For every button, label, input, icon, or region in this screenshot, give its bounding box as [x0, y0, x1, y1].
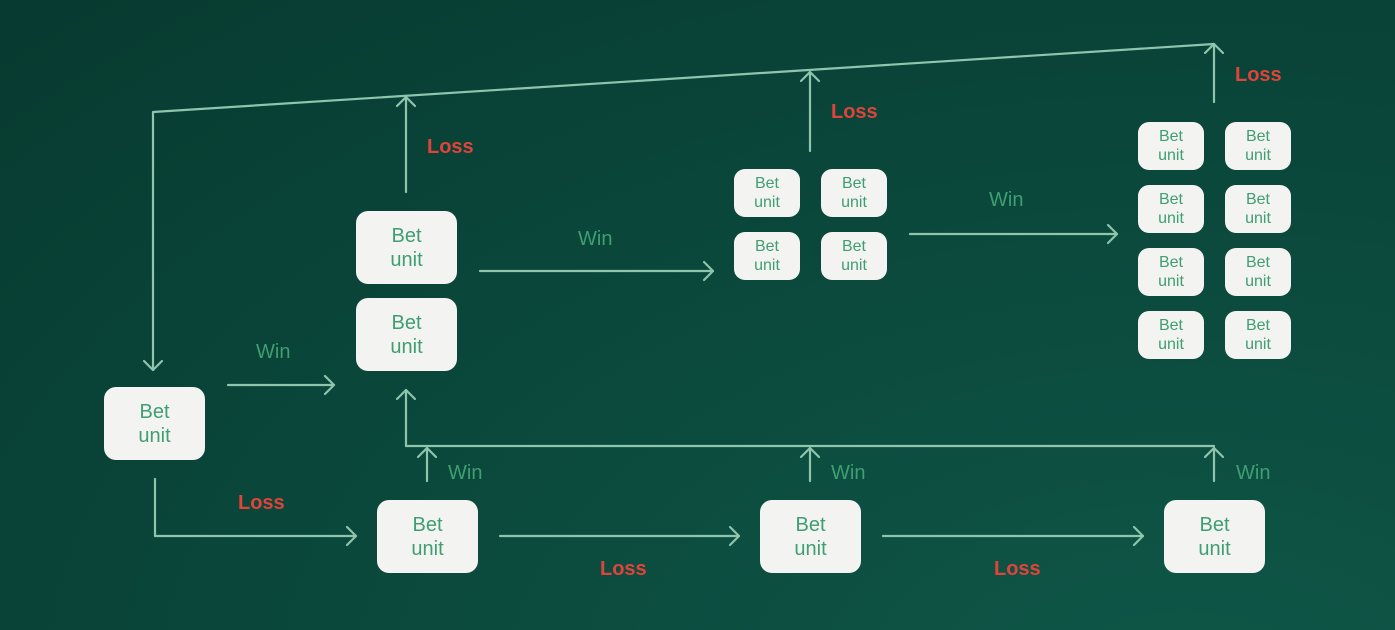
loss-label-stage1: Loss	[427, 136, 474, 158]
arrow-start-win-head	[323, 374, 336, 396]
arrow-return-start-head	[142, 359, 164, 372]
bet-unit-win2-1: Bet unit	[734, 169, 800, 217]
loss-label-stage3: Loss	[1235, 64, 1282, 86]
arrow-loss1-loss2-head	[728, 525, 741, 547]
win-label-stage2: Win	[989, 189, 1024, 211]
arrow-loss2-loss3-head	[1132, 525, 1145, 547]
loss-label-stage2: Loss	[831, 101, 878, 123]
loss-label-row1: Loss	[600, 558, 647, 580]
bet-unit-win3-1: Bet unit	[1138, 122, 1204, 170]
arrow-start-loss	[153, 477, 358, 538]
win-label-loss1: Win	[448, 462, 483, 484]
bet-unit-win3-7: Bet unit	[1138, 311, 1204, 359]
win-label-loss3: Win	[1236, 462, 1271, 484]
arrow-loss2-win-head	[799, 446, 821, 459]
bet-unit-win3-2: Bet unit	[1225, 122, 1291, 170]
arrow-start-loss-head	[345, 525, 358, 547]
arrow-win2-loss-head	[799, 70, 821, 83]
bet-unit-win3-5: Bet unit	[1138, 248, 1204, 296]
bet-unit-win2-2: Bet unit	[821, 169, 887, 217]
arrow-return-win1-head	[395, 388, 417, 401]
bet-unit-start: Bet unit	[104, 387, 205, 460]
arrow-win1-win2-head	[702, 260, 715, 282]
bet-unit-win3-3: Bet unit	[1138, 185, 1204, 233]
bet-unit-loss2: Bet unit	[760, 500, 861, 573]
bet-unit-win3-8: Bet unit	[1225, 311, 1291, 359]
loss-label-row2: Loss	[994, 558, 1041, 580]
loss-label-start: Loss	[238, 492, 285, 514]
bet-unit-win2-4: Bet unit	[821, 232, 887, 280]
win-label-start: Win	[256, 341, 291, 363]
bet-unit-loss3: Bet unit	[1164, 500, 1265, 573]
bet-unit-win1-a: Bet unit	[356, 211, 457, 284]
arrow-win1-loss-head	[395, 95, 417, 108]
bet-unit-win3-4: Bet unit	[1225, 185, 1291, 233]
arrow-return-start	[151, 42, 1216, 372]
arrow-return-win1	[404, 388, 1216, 448]
bet-unit-win1-b: Bet unit	[356, 298, 457, 371]
win-label-loss2: Win	[831, 462, 866, 484]
bet-unit-loss1: Bet unit	[377, 500, 478, 573]
bet-unit-win2-3: Bet unit	[734, 232, 800, 280]
arrow-loss1-win-head	[416, 446, 438, 459]
arrow-loss3-win-head	[1203, 446, 1225, 459]
win-label-stage1: Win	[578, 228, 613, 250]
arrow-win2-win3-head	[1106, 223, 1119, 245]
bet-unit-win3-6: Bet unit	[1225, 248, 1291, 296]
